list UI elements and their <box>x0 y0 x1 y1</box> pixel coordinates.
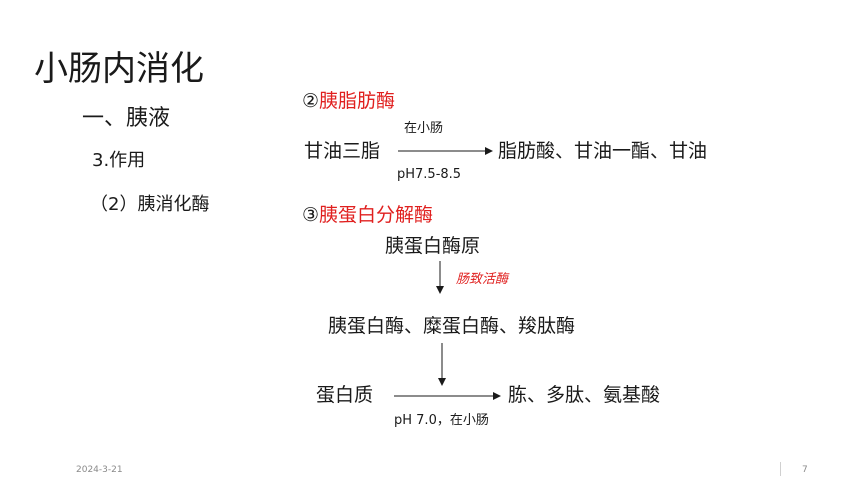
protease-precursor: 胰蛋白酶原 <box>385 235 481 257</box>
protease-activator: 肠致活酶 <box>456 272 509 287</box>
protease-products: 胨、多肽、氨基酸 <box>508 384 661 406</box>
protease-marker: ③ <box>302 204 320 226</box>
section-heading: 一、胰液 <box>82 106 171 131</box>
footer-date: 2024-3-21 <box>76 465 123 475</box>
lipase-condition-bottom: pH7.5-8.5 <box>397 167 462 182</box>
slide-title: 小肠内消化 <box>34 49 204 89</box>
protease-heading: ③胰蛋白分解酶 <box>302 206 433 225</box>
page-number: 7 <box>802 465 808 475</box>
lipase-products: 脂肪酸、甘油一酯、甘油 <box>498 140 708 162</box>
lipase-condition-top: 在小肠 <box>404 121 444 136</box>
subsection-heading: 3.作用 <box>92 150 146 171</box>
protease-substrate: 蛋白质 <box>316 384 374 406</box>
protease-name: 胰蛋白分解酶 <box>319 204 434 226</box>
enzyme-heading: （2）胰消化酶 <box>90 194 210 215</box>
protease-enzymes: 胰蛋白酶、糜蛋白酶、羧肽酶 <box>328 315 576 337</box>
lipase-heading: ②胰脂肪酶 <box>302 92 395 111</box>
footer-divider <box>780 462 781 476</box>
lipase-name: 胰脂肪酶 <box>319 90 396 112</box>
protease-condition: pH 7.0，在小肠 <box>394 413 489 428</box>
lipase-substrate: 甘油三脂 <box>304 140 381 162</box>
lipase-marker: ② <box>302 90 320 112</box>
